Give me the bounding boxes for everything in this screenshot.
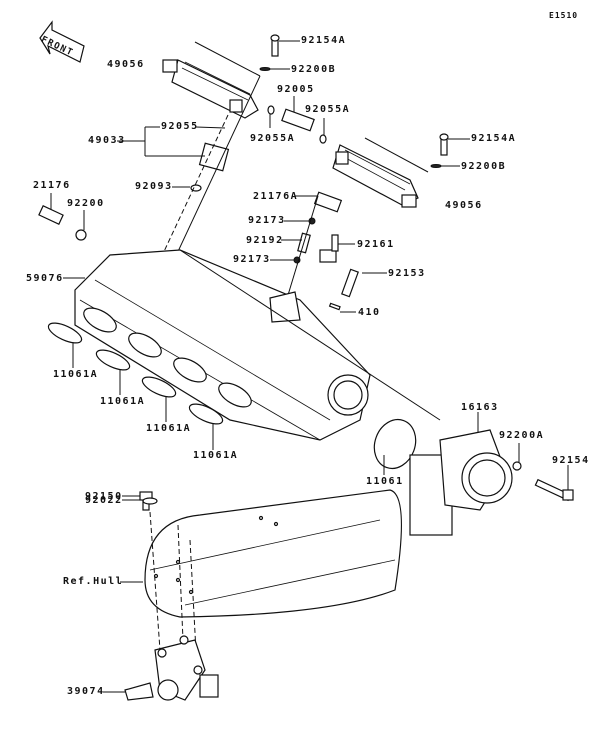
part-label-92192: 92192 [246, 235, 284, 246]
part-label-59076: 59076 [26, 273, 64, 284]
part-label-11061A-1: 11061A [53, 369, 99, 380]
part-label-92154A-top: 92154A [301, 35, 347, 46]
intake-manifold-59076 [63, 249, 371, 441]
part-label-92055A-left: 92055A [250, 133, 296, 144]
part-label-92093: 92093 [135, 181, 173, 192]
hull-reference [120, 489, 403, 618]
part-label-92154: 92154 [552, 455, 590, 466]
part-label-49033: 49033 [88, 135, 126, 146]
fitting-92005 [281, 96, 315, 132]
part-label-92150: 92150 [85, 491, 123, 502]
pressure-sensor-21176A [295, 191, 343, 213]
gasket-11061A-2 [95, 349, 131, 395]
gasket-11061A-4 [188, 403, 224, 450]
part-label-92200: 92200 [67, 198, 105, 209]
part-label-49056-right: 49056 [445, 200, 483, 211]
injector-49033 [117, 126, 230, 172]
bolt-92153 [341, 268, 387, 298]
reference-label-hull: Ref.Hull [63, 576, 124, 587]
washer-92200B-right [430, 164, 460, 168]
part-label-92200B-top: 92200B [291, 64, 337, 75]
part-label-21176: 21176 [33, 180, 71, 191]
bolt-92154A-right [439, 133, 470, 156]
throttle-body-16163 [409, 412, 513, 536]
part-label-92022: 92022 [85, 495, 123, 506]
part-label-11061: 11061 [366, 476, 404, 487]
gasket-11061A-1 [47, 322, 83, 368]
clamp-92173-bottom [270, 256, 301, 264]
part-label-11061A-3: 11061A [146, 423, 192, 434]
o-ring-92055A-right [319, 118, 327, 144]
part-label-92055: 92055 [161, 121, 199, 132]
diagram-code: E1510 [549, 11, 579, 20]
gasket-11061 [373, 418, 417, 475]
part-label-92200B-right: 92200B [461, 161, 507, 172]
bolt-92154 [534, 465, 574, 502]
part-label-49056-left: 49056 [107, 59, 145, 70]
part-label-92055A-right: 92055A [305, 104, 351, 115]
part-label-92173-bottom: 92173 [233, 254, 271, 265]
throttle-cable-bracket-39074 [103, 635, 219, 701]
damper-92161 [319, 234, 355, 263]
bolt-92154A-top [270, 34, 300, 57]
washer-92200A [512, 443, 522, 471]
part-label-92200A: 92200A [499, 430, 545, 441]
part-label-11061A-2: 11061A [100, 396, 146, 407]
fuel-rail-left [162, 41, 261, 119]
part-label-92161: 92161 [357, 239, 395, 250]
sensor-21176 [38, 193, 64, 225]
washer-92022 [122, 497, 158, 505]
part-label-11061A-4: 11061A [193, 450, 239, 461]
part-label-92153: 92153 [388, 268, 426, 279]
washer-92200B-top [259, 67, 290, 71]
fuel-rail-right [332, 137, 429, 208]
part-label-39074: 39074 [67, 686, 105, 697]
part-label-16163: 16163 [461, 402, 499, 413]
part-label-21176A: 21176A [253, 191, 299, 202]
part-label-92005: 92005 [277, 84, 315, 95]
o-ring-92055A-left [267, 105, 275, 128]
part-label-92154A-right: 92154A [471, 133, 517, 144]
part-label-92173-top: 92173 [248, 215, 286, 226]
gasket-11061A-3 [141, 376, 177, 422]
part-label-410: 410 [358, 307, 381, 318]
washer-92200 [75, 210, 87, 241]
pin-410 [328, 302, 356, 313]
seal-92093 [172, 184, 202, 192]
front-arrow-icon [39, 20, 85, 63]
